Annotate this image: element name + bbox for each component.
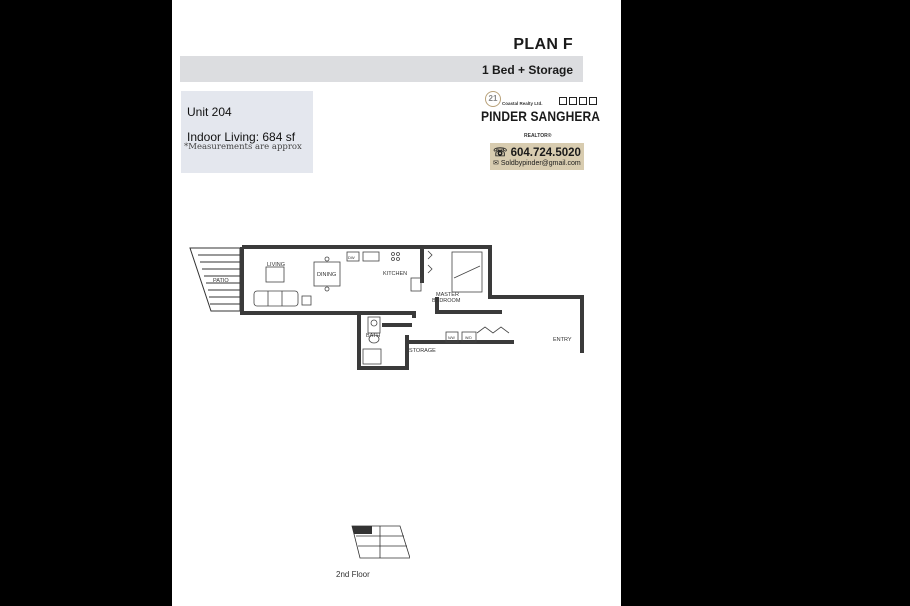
agent-name: PINDER SANGHERA	[481, 108, 601, 124]
floor-label: 2nd Floor	[336, 570, 370, 579]
unit-number: Unit 204	[187, 105, 232, 119]
plan-title: PLAN F	[513, 36, 573, 53]
mail-icon: ✉	[493, 160, 501, 167]
unit-info-box: Unit 204 Indoor Living: 684 sf *Measurem…	[181, 91, 313, 173]
svg-text:STORAGE: STORAGE	[409, 348, 436, 354]
phone-icon: ☏	[493, 147, 511, 159]
floorplan-drawing: PATIO LIVING DINING KITCHEN MASTER BEDRO…	[189, 245, 584, 370]
svg-text:PATIO: PATIO	[213, 278, 229, 284]
key-plan-diagram	[351, 525, 410, 559]
svg-text:LIVING: LIVING	[267, 262, 285, 268]
svg-text:W/D: W/D	[465, 336, 472, 340]
agent-title: REALTOR®	[524, 133, 552, 139]
svg-text:DW: DW	[348, 255, 355, 260]
svg-text:MASTER: MASTER	[436, 292, 459, 298]
svg-text:ENTRY: ENTRY	[553, 337, 572, 343]
plan-subtitle: 1 Bed + Storage	[481, 63, 573, 77]
contact-box: ☏ 604.724.5020 ✉ Soldbypinder@gmail.com	[490, 143, 584, 170]
svg-text:BEDROOM: BEDROOM	[432, 298, 461, 304]
agent-phone[interactable]: ☏ 604.724.5020	[493, 147, 581, 159]
plan-subtitle-bar: 1 Bed + Storage	[180, 56, 583, 82]
svg-text:DINING: DINING	[317, 272, 336, 278]
agent-email[interactable]: ✉ Soldbypinder@gmail.com	[493, 160, 581, 167]
svg-text:BATH: BATH	[366, 333, 380, 339]
svg-text:KITCHEN: KITCHEN	[383, 271, 407, 277]
measurement-note: *Measurements are approx	[184, 142, 302, 152]
indoor-living-area: Indoor Living: 684 sf	[187, 130, 296, 144]
century21-logo-icon: 21	[485, 91, 501, 107]
agent-branding: 21 Coastal Realty Ltd. PINDER SANGHERA R…	[481, 88, 600, 173]
svg-text:N/W: N/W	[448, 336, 456, 340]
floorplan-page: PLAN F 1 Bed + Storage Unit 204 Indoor L…	[172, 0, 621, 606]
mls-logos-icon	[559, 97, 597, 105]
brokerage-name: Coastal Realty Ltd.	[502, 101, 543, 106]
